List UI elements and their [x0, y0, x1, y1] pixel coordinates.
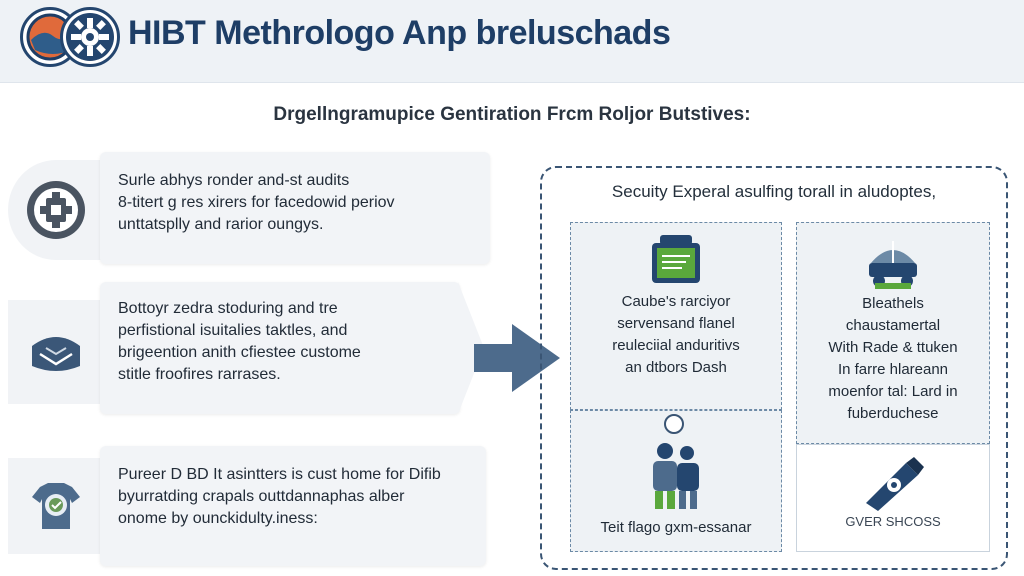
- shirt-badge-icon: [32, 483, 80, 529]
- card-3-line-1: Pureer D BD It asintters is cust home fo…: [118, 466, 441, 483]
- cell-a-line-3: reuleciial anduritivs: [612, 337, 740, 354]
- panel-cell-bottom-right: GVER SHCOSS: [796, 444, 990, 552]
- card-1-line-1: Surle abhys ronder and-st audits: [118, 172, 350, 189]
- card-2-icon-tab: [8, 300, 104, 404]
- vehicle-dome-icon: [869, 241, 917, 289]
- cell-b-line-1: Teit flago gxm-essanar: [600, 519, 752, 536]
- page-title: HIBT Methrologo Anp breluschads: [128, 14, 671, 52]
- info-card-2: Bottoyr zedra stoduring and tre perfisti…: [100, 282, 460, 414]
- cell-c-line-3: With Rade & ttuken: [828, 339, 958, 356]
- card-3-line-3: onome by ounckidulty.iness:: [118, 510, 318, 527]
- panel-cell-top-left: Caube's rarciyor servensand flanel reule…: [570, 222, 782, 410]
- diagonal-gear-tool-icon: [866, 457, 924, 511]
- cell-c-line-2: chaustamertal: [845, 317, 941, 334]
- card-1-line-3: unttatsplly and rarior oungys.: [118, 216, 324, 233]
- gear-logo-icon: [60, 7, 120, 67]
- security-panel: [540, 166, 1008, 570]
- cell-c-line-6: fuberduchese: [847, 405, 939, 422]
- cell-c-line-4: In farre hlareann: [837, 361, 949, 378]
- card-2-line-1: Bottoyr zedra stoduring and tre: [118, 300, 338, 317]
- cell-a-line-4: an dtbors Dash: [625, 359, 727, 376]
- card-1-line-2: 8-titert g res xirers for facedowid peri…: [118, 194, 395, 211]
- card-2-line-4: stitle froofires rarrases.: [118, 366, 281, 383]
- info-card-1: Surle abhys ronder and-st audits 8-titer…: [100, 152, 490, 264]
- header-bar: HIBT Methrologo Anp breluschads: [0, 0, 1024, 83]
- cell-a-line-2: servensand flanel: [617, 315, 735, 332]
- info-card-3: Pureer D BD It asintters is cust home fo…: [100, 446, 486, 566]
- people-group-icon: [653, 443, 699, 509]
- panel-title: Secuity Experal asulfing torall in aludo…: [611, 182, 937, 201]
- puzzle-gear-icon: [27, 181, 85, 239]
- cell-a-line-1: Caube's rarciyor: [621, 293, 731, 310]
- card-3-icon-tab: [8, 458, 104, 554]
- clipboard-monitor-icon: [652, 235, 700, 283]
- card-1-icon-tab: [8, 160, 104, 260]
- speech-bubble-icon: [664, 414, 684, 434]
- card-2-line-2: perfistional isuitalies taktles, and: [118, 322, 348, 339]
- card-2-line-3: brigeention anith cfiestee custome: [118, 344, 361, 361]
- panel-cell-top-right: Bleathels chaustamertal With Rade & ttuk…: [796, 222, 990, 444]
- cell-c-line-5: moenfor tal: Lard in: [828, 383, 958, 400]
- card-3-line-2: byurratding crapals outtdannaphas alber: [118, 488, 405, 505]
- flow-arrow-right-icon: [474, 324, 560, 392]
- cell-c-line-1: Bleathels: [862, 295, 924, 312]
- shield-cap-icon: [32, 337, 80, 371]
- cell-d-line-1: GVER SHCOSS: [845, 514, 941, 529]
- section-subtitle: Drgellngramupice Gentiration Frcm Roljor…: [273, 104, 751, 125]
